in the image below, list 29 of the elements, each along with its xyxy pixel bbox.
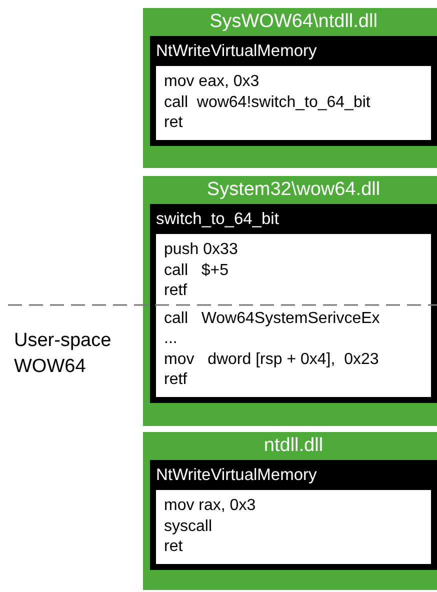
code-block bbox=[156, 234, 431, 396]
module-title: System32\wow64.dll bbox=[206, 178, 382, 202]
code-line: retf bbox=[164, 370, 188, 390]
function-name: NtWriteVirtualMemory bbox=[156, 41, 318, 62]
code-line: mov dword [rsp + 0x4], 0x23 bbox=[164, 350, 379, 370]
module-panel bbox=[143, 432, 437, 590]
code-line: call Wow64SystemSerivceEx bbox=[164, 308, 380, 328]
code-line: mov eax, 0x3 bbox=[164, 72, 260, 92]
function-name: switch_to_64_bit bbox=[156, 209, 280, 230]
region-label: User-space WOW64 bbox=[14, 329, 112, 379]
code-line: ret bbox=[164, 113, 183, 133]
function-name: NtWriteVirtualMemory bbox=[156, 465, 318, 486]
code-line: syscall bbox=[164, 516, 212, 536]
module-panel bbox=[143, 176, 437, 426]
code-block bbox=[156, 66, 431, 140]
code-line: call $+5 bbox=[164, 260, 228, 280]
code-line: retf bbox=[164, 281, 188, 301]
function-panel bbox=[150, 204, 437, 402]
function-panel bbox=[150, 36, 437, 146]
code-line: ... bbox=[164, 329, 178, 349]
module-panel bbox=[143, 8, 437, 168]
module-title: ntdll.dll bbox=[262, 434, 324, 458]
code-block bbox=[156, 490, 431, 564]
code-line: push 0x33 bbox=[164, 240, 238, 260]
code-line: call wow64!switch_to_64_bit bbox=[164, 92, 370, 112]
code-line: mov rax, 0x3 bbox=[164, 496, 256, 516]
module-title: SysWOW64\ntdll.dll bbox=[208, 10, 378, 34]
function-panel bbox=[150, 460, 437, 570]
code-line: ret bbox=[164, 537, 183, 557]
